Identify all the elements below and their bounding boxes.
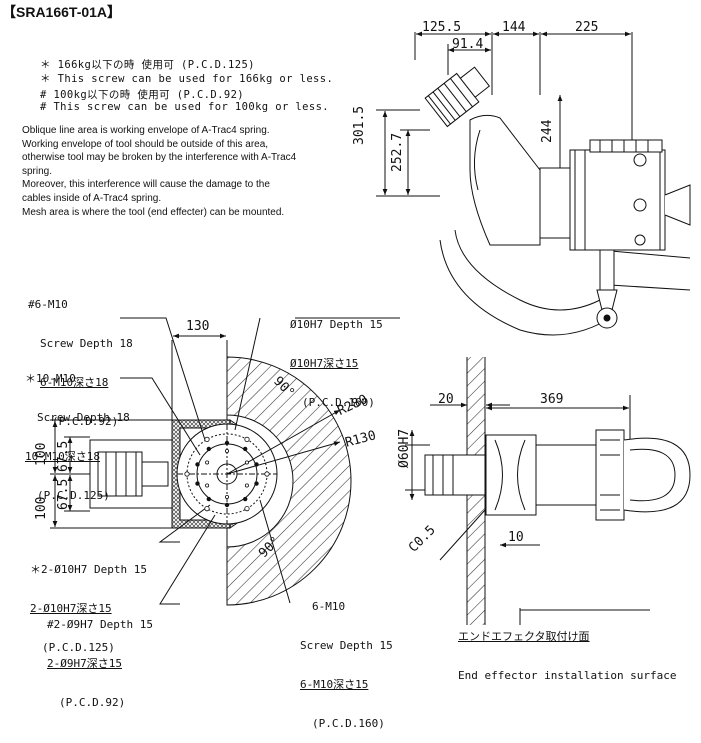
- bolt-hole: [254, 462, 259, 467]
- bolt-hole-pattern: [184, 436, 270, 512]
- callout-installation-surface: エンドエフェクタ取付け面 End effector installation s…: [458, 630, 677, 682]
- note-166kg-en: ＊ This screw can be used for 166kg or le…: [40, 73, 334, 85]
- dim-225: 225: [575, 20, 599, 35]
- callout-6-m10-pcd160: 6-M10 Screw Depth 15 6-M10深さ15 (P.C.D.16…: [300, 600, 393, 730]
- callout-phi10-pcd160: Ø10H7 Depth 15 Ø10H7深さ15 (P.C.D.160): [290, 318, 383, 409]
- bolt-hole: [244, 436, 250, 442]
- explanation-line: spring.: [22, 165, 53, 177]
- bolt-hole: [264, 471, 270, 477]
- bolt-hole: [242, 496, 248, 502]
- dim-125-5: 125.5: [422, 20, 462, 35]
- drawing-title: 【SRA166T-01A】: [2, 4, 122, 20]
- dim-144: 144: [502, 20, 526, 35]
- note-100kg-jp: # 100kg以下の時 使用可 (P.C.D.92): [40, 89, 245, 101]
- bolt-hole: [206, 496, 211, 502]
- bolt-hole: [224, 440, 230, 446]
- dim-244: 244: [540, 119, 555, 143]
- technical-drawing: [50, 31, 691, 625]
- dim-369: 369: [540, 392, 564, 407]
- bolt-hole: [204, 436, 210, 442]
- bolt-hole: [184, 471, 190, 477]
- dim-301-5: 301.5: [352, 105, 367, 145]
- bolt-hole: [244, 483, 249, 488]
- bolt-hole: [242, 446, 248, 452]
- side-view: [405, 357, 691, 625]
- top-side-view: [376, 31, 691, 336]
- bolt-hole: [244, 460, 249, 465]
- bolt-hole: [254, 481, 259, 486]
- bolt-hole: [244, 505, 250, 512]
- dim-phi60h7: Ø60H7: [397, 428, 412, 468]
- note-100kg-en: # This screw can be used for 100kg or le…: [40, 101, 330, 113]
- bolt-hole: [205, 483, 210, 488]
- dim-91-4: 91.4: [452, 37, 484, 52]
- callout-6-m10-pcd92: #6-M10 Screw Depth 18 6-M10深さ18 (P.C.D.9…: [28, 298, 133, 428]
- explanation-line: otherwise tool may be broken by the inte…: [22, 152, 297, 164]
- bolt-hole: [224, 502, 230, 508]
- dim-20: 20: [438, 392, 454, 407]
- bolt-hole: [195, 481, 200, 486]
- dim-130: 130: [186, 319, 210, 334]
- bolt-hole: [195, 462, 200, 467]
- explanation-line: cables inside of A-Trac4 spring.: [22, 192, 162, 204]
- dim-10: 10: [508, 530, 524, 545]
- callout-10-m10-pcd125: ＊10-M10 Screw Depth 18 10-M10深さ18 (P.C.D…: [25, 372, 130, 502]
- bolt-hole: [206, 446, 211, 452]
- explanation-line: Oblique line area is working envelope of…: [22, 125, 270, 136]
- note-166kg-jp: ＊ 166kg以下の時 使用可 (P.C.D.125): [40, 59, 255, 71]
- dim-252-7: 252.7: [390, 132, 405, 172]
- bolt-hole: [205, 460, 210, 465]
- explanation-line: Moreover, this interference will cause t…: [22, 179, 270, 191]
- bolt-hole: [224, 448, 229, 453]
- explanation-line: Working envelope of tool should be outsi…: [22, 138, 269, 150]
- callout-2-phi9-pcd92: #2-Ø9H7 Depth 15 2-Ø9H7深さ15 (P.C.D.92): [47, 618, 153, 709]
- envelope-explanation: Oblique line area is working envelope of…: [22, 124, 352, 219]
- bolt-hole: [204, 505, 210, 512]
- bolt-hole: [224, 494, 229, 499]
- explanation-line: Mesh area is where the tool (end effecte…: [22, 206, 285, 218]
